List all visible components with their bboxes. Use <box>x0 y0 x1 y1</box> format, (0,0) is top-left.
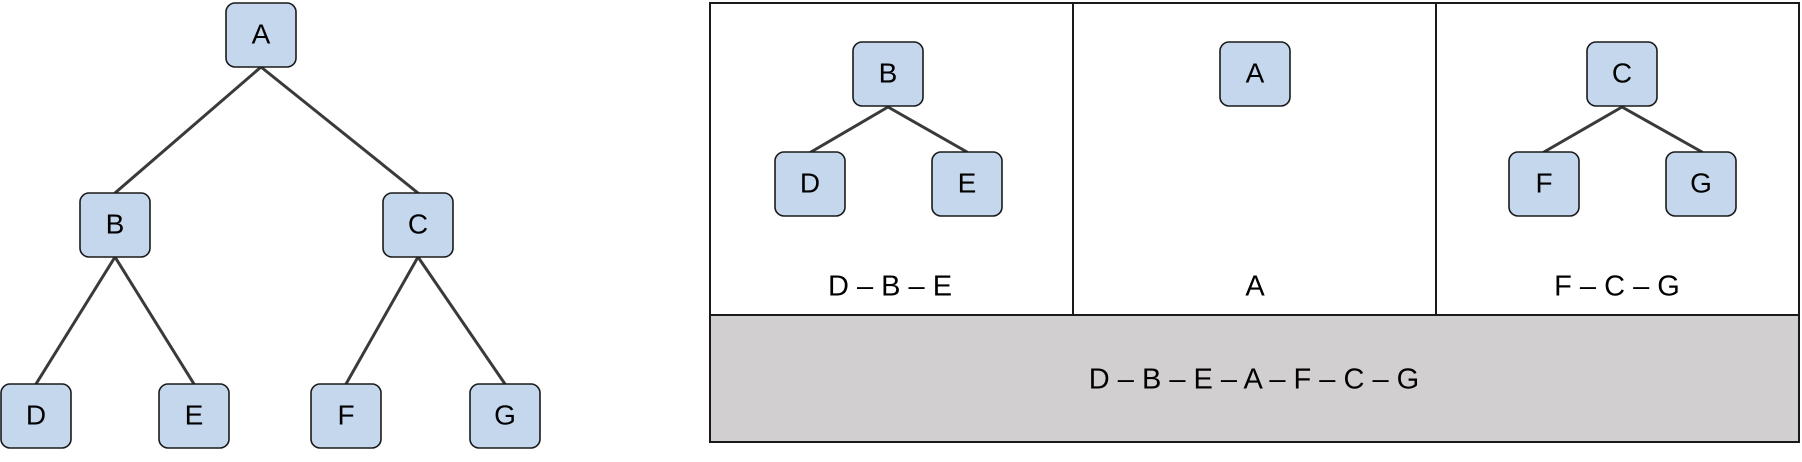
panel-2-root-node: A <box>1219 41 1291 107</box>
panel-3-edge-left <box>1542 105 1624 154</box>
panel-3-root-node: C <box>1586 41 1658 107</box>
panel-3-right-label: G <box>1690 167 1712 198</box>
edge-c-f <box>344 255 420 386</box>
panel-3-right-node: G <box>1665 151 1737 217</box>
edge-a-c <box>259 65 420 195</box>
tree-node-f: F <box>310 383 382 449</box>
tree-node-c: C <box>382 192 454 258</box>
tree-node-b: B <box>79 192 151 258</box>
panel-root: A A <box>1219 41 1291 303</box>
panel-3-left-node: F <box>1508 151 1580 217</box>
panel-1-right-node: E <box>931 151 1003 217</box>
panel-2-root-label: A <box>1246 57 1265 88</box>
panel-right-subtree: C F G F – C – G <box>1508 41 1737 303</box>
panel-1-edge-right <box>886 105 969 154</box>
panel-1-root-label: B <box>879 57 898 88</box>
tree-node-f-label: F <box>337 399 354 430</box>
panel-1-edge-left <box>809 105 890 154</box>
tree-node-g-label: G <box>494 399 516 430</box>
edge-b-d <box>34 255 117 386</box>
panel-3-left-label: F <box>1535 167 1552 198</box>
panel-1-caption: D – B – E <box>828 271 952 303</box>
tree-node-a: A <box>225 2 297 68</box>
traversal-summary-text: D – B – E – A – F – C – G <box>1089 364 1419 396</box>
panels-frame <box>709 2 1800 443</box>
tree-node-a-label: A <box>252 18 271 49</box>
tree-node-b-label: B <box>106 208 125 239</box>
tree-node-d-label: D <box>26 399 46 430</box>
panel-left-subtree: B D E D – B – E <box>774 41 1003 303</box>
panel-1-left-node: D <box>774 151 846 217</box>
edge-a-b <box>113 65 263 195</box>
panel-1-root-node: B <box>852 41 924 107</box>
panel-1-left-label: D <box>800 167 820 198</box>
panel-3-root-label: C <box>1612 57 1632 88</box>
tree-node-e: E <box>158 383 230 449</box>
tree-node-c-label: C <box>408 208 428 239</box>
tree-node-d: D <box>0 383 72 449</box>
panel-3-edge-right <box>1620 105 1704 154</box>
edge-b-e <box>113 255 196 386</box>
tree-node-g: G <box>469 383 541 449</box>
full-tree: A B C D E F G <box>0 2 541 449</box>
traversal-panels: B D E D – B – E A A <box>709 2 1800 443</box>
panel-1-right-label: E <box>958 167 977 198</box>
panel-3-caption: F – C – G <box>1554 271 1680 303</box>
tree-node-e-label: E <box>185 399 204 430</box>
panel-2-caption: A <box>1245 271 1265 303</box>
edge-c-g <box>416 255 507 386</box>
